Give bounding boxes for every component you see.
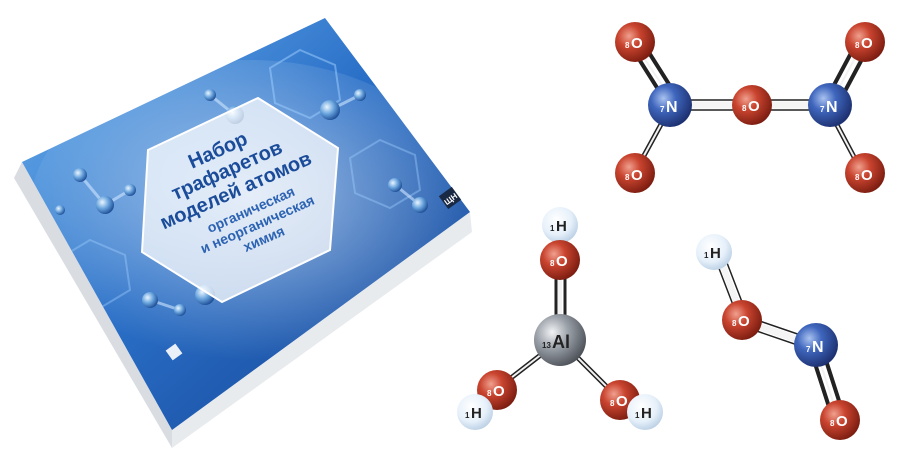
atom-aloh3-h-right: 1 H	[627, 394, 663, 430]
atom-symbol: O	[738, 313, 750, 330]
atom-number: 8	[487, 389, 492, 398]
molecule-n2o5: 8 O 8 O 7 N 8 O 7 N 8 O 8	[615, 22, 885, 193]
atom-number: 8	[855, 173, 860, 182]
atom-symbol: O	[631, 35, 643, 52]
molecule-hno2: 1 H 8 O 7 N 8 O	[696, 234, 860, 440]
atom-number: 8	[732, 319, 737, 328]
atom-number: 8	[610, 399, 615, 408]
atom-number: 8	[855, 41, 860, 50]
atom-number: 7	[660, 105, 665, 114]
atom-number: 8	[830, 419, 835, 428]
atom-number: 8	[625, 41, 630, 50]
atom-hno2-h: 1 H	[696, 234, 732, 270]
atom-symbol: N	[812, 339, 824, 356]
atom-symbol: O	[616, 393, 628, 410]
box-side-front	[172, 212, 472, 448]
atom-n2o5-n-right: 7 N	[808, 83, 852, 127]
atom-number: 13	[542, 341, 551, 350]
atom-symbol: N	[826, 99, 838, 116]
atom-hno2-o-bottom: 8 O	[820, 400, 860, 440]
atom-aloh3-h-left: 1 H	[457, 394, 493, 430]
box-logo-small	[165, 343, 183, 361]
atom-symbol: O	[861, 35, 873, 52]
atom-symbol: H	[641, 405, 652, 422]
atom-number: 1	[465, 411, 470, 420]
atom-symbol: Al	[552, 332, 570, 352]
atom-number: 7	[820, 105, 825, 114]
atom-number: 1	[635, 411, 640, 420]
atom-n2o5-n-left: 7 N	[648, 83, 692, 127]
atom-symbol: O	[836, 413, 848, 430]
box-logo: ЩН	[438, 186, 462, 210]
atom-aloh3-h-top: 1 H	[542, 207, 578, 243]
atom-number: 7	[806, 345, 811, 354]
atom-number: 8	[550, 259, 555, 268]
atom-hno2-n: 7 N	[794, 323, 838, 367]
atom-symbol: H	[471, 405, 482, 422]
atom-n2o5-o-bottom-left: 8 O	[615, 153, 655, 193]
atom-number: 8	[625, 173, 630, 182]
molecule-aloh3: 1 H 8 O 13 Al 8 O 1 H 8 O	[457, 207, 663, 430]
atom-number: 8	[742, 104, 747, 113]
atom-symbol: H	[710, 245, 721, 262]
atom-n2o5-o-bottom-right: 8 O	[845, 153, 885, 193]
box-side-left	[14, 162, 172, 448]
product-box: Набор трафаретов моделей атомов органиче…	[14, 18, 472, 448]
atom-symbol: O	[631, 167, 643, 184]
box-title-panel	[140, 96, 340, 304]
atom-symbol: O	[493, 383, 505, 400]
atom-symbol: O	[556, 253, 568, 270]
atom-number: 1	[704, 251, 709, 260]
atom-n2o5-o-bridge: 8 O	[732, 85, 772, 125]
atom-number: 1	[550, 224, 555, 233]
atom-symbol: O	[748, 98, 760, 115]
atom-symbol: O	[861, 167, 873, 184]
atom-symbol: H	[556, 218, 567, 235]
atom-n2o5-o-top-left: 8 O	[615, 22, 655, 62]
atom-aloh3-o-top: 8 O	[540, 240, 580, 280]
atom-n2o5-o-top-right: 8 O	[845, 22, 885, 62]
atom-hno2-o-left: 8 O	[722, 300, 762, 340]
atom-symbol: N	[666, 99, 678, 116]
atom-aloh3-al: 13 Al	[534, 314, 586, 366]
